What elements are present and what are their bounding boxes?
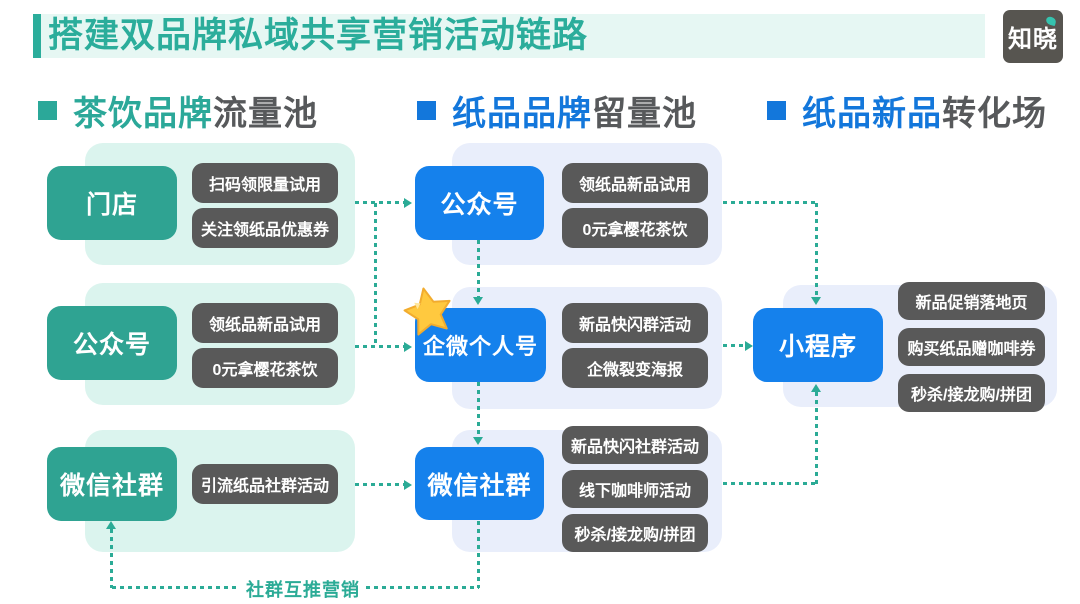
connector-wecom-down bbox=[477, 382, 480, 438]
chip: 领纸品新品试用 bbox=[192, 303, 338, 343]
node-paper-official-account: 公众号 bbox=[415, 166, 544, 240]
arrowhead-down-icon bbox=[473, 437, 483, 445]
connector-branch-down bbox=[374, 203, 377, 346]
connector-community-to-mini-v bbox=[815, 392, 818, 484]
node-store: 门店 bbox=[47, 166, 177, 240]
connector-community-down bbox=[477, 521, 480, 588]
chip: 秒杀/接龙购/拼团 bbox=[562, 514, 708, 552]
chip: 扫码领限量试用 bbox=[192, 163, 338, 203]
header-rest: 流量池 bbox=[213, 94, 318, 133]
chip: 新品快闪群活动 bbox=[562, 303, 708, 343]
connector-official-to-wecom bbox=[355, 345, 405, 348]
arrowhead-right-icon bbox=[404, 480, 412, 490]
connector-community-to-community bbox=[355, 483, 405, 486]
header-tea-pool: 茶饮品牌流量池 bbox=[38, 90, 318, 133]
brand-logo: 知晓 bbox=[1003, 10, 1063, 63]
chip: 秒杀/接龙购/拼团 bbox=[898, 374, 1045, 412]
node-miniprogram: 小程序 bbox=[753, 308, 883, 382]
connector-mutual-left-v bbox=[110, 529, 113, 588]
chip: 购买纸品赠咖啡券 bbox=[898, 328, 1045, 366]
chip: 关注领纸品优惠券 bbox=[192, 208, 338, 248]
chip: 引流纸品社群活动 bbox=[192, 464, 338, 504]
chip: 0元拿樱花茶饮 bbox=[192, 348, 338, 388]
star-icon bbox=[403, 287, 451, 336]
mutual-promo-label: 社群互推营销 bbox=[246, 580, 360, 600]
node-tea-wechat-community: 微信社群 bbox=[47, 447, 177, 521]
connector-official-to-mini-v bbox=[815, 203, 818, 298]
bullet-square-icon bbox=[417, 100, 436, 120]
brand-logo-text: 知晓 bbox=[1008, 26, 1058, 53]
arrowhead-down-icon bbox=[811, 297, 821, 305]
chip: 企微裂变海报 bbox=[562, 348, 708, 388]
arrowhead-right-icon bbox=[404, 342, 412, 352]
connector-official-down bbox=[477, 240, 480, 298]
header-rest: 留量池 bbox=[592, 94, 697, 133]
header-conversion: 纸品新品转化场 bbox=[767, 90, 1047, 133]
header-highlight: 茶饮品牌 bbox=[73, 94, 213, 133]
node-paper-wechat-community: 微信社群 bbox=[415, 447, 544, 520]
node-tea-official-account: 公众号 bbox=[47, 306, 177, 380]
arrowhead-right-icon bbox=[404, 198, 412, 208]
chip: 线下咖啡师活动 bbox=[562, 470, 708, 508]
chip: 0元拿樱花茶饮 bbox=[562, 208, 708, 248]
chip: 领纸品新品试用 bbox=[562, 163, 708, 203]
bullet-square-icon bbox=[38, 100, 57, 120]
chip: 新品快闪社群活动 bbox=[562, 426, 708, 464]
chip: 新品促销落地页 bbox=[898, 282, 1045, 320]
header-rest: 转化场 bbox=[942, 94, 1047, 133]
bullet-square-icon bbox=[767, 100, 786, 120]
title-band bbox=[41, 14, 985, 58]
connector-mutual-left-h bbox=[112, 586, 240, 589]
header-paper-pool: 纸品品牌留量池 bbox=[417, 90, 697, 133]
connector-community-to-mini-h bbox=[723, 482, 817, 485]
header-highlight: 纸品新品 bbox=[802, 94, 942, 133]
page-title: 搭建双品牌私域共享营销活动链路 bbox=[48, 16, 589, 55]
connector-wecom-to-mini bbox=[723, 344, 747, 347]
connector-mutual-right-h bbox=[366, 586, 479, 589]
header-highlight: 纸品品牌 bbox=[452, 94, 592, 133]
title-accent-bar bbox=[33, 14, 41, 58]
arrowhead-right-icon bbox=[745, 341, 753, 351]
arrowhead-up-icon bbox=[811, 384, 821, 392]
connector-store-to-official bbox=[355, 201, 405, 204]
arrowhead-up-icon bbox=[106, 521, 116, 529]
connector-official-to-mini-h bbox=[723, 201, 817, 204]
arrowhead-down-icon bbox=[473, 297, 483, 305]
